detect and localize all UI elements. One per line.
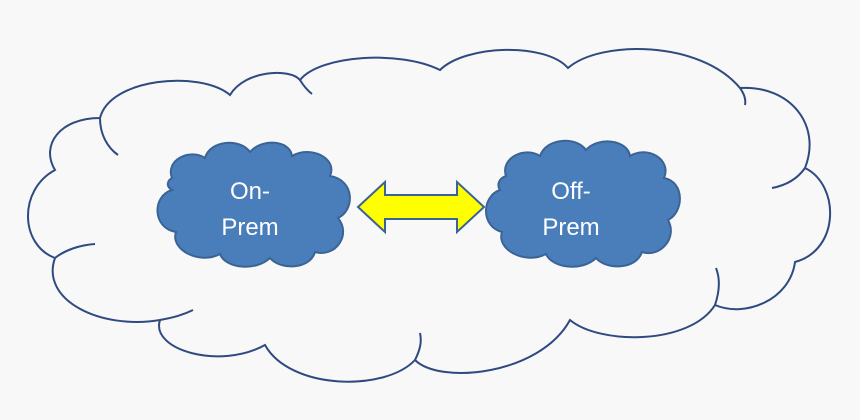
outer-cloud-fold	[54, 243, 96, 259]
on-prem-label-line1: On-	[230, 178, 270, 205]
off-prem-label-line2: Prem	[542, 214, 599, 241]
outer-cloud-fold	[299, 79, 313, 95]
on-prem-label-line2: Prem	[221, 214, 278, 241]
outer-cloud-fold	[771, 167, 806, 189]
bidirectional-arrow	[356, 179, 486, 235]
off-prem-cloud	[485, 139, 681, 268]
outer-cloud-fold	[714, 267, 720, 306]
outer-cloud-fold	[99, 117, 119, 156]
outer-cloud-fold	[159, 309, 194, 321]
outer-cloud-fold	[414, 332, 422, 361]
outer-cloud	[27, 48, 832, 383]
on-prem-cloud	[156, 141, 351, 268]
off-prem-label-line1: Off-	[551, 178, 591, 205]
outer-cloud-fold	[739, 87, 747, 106]
